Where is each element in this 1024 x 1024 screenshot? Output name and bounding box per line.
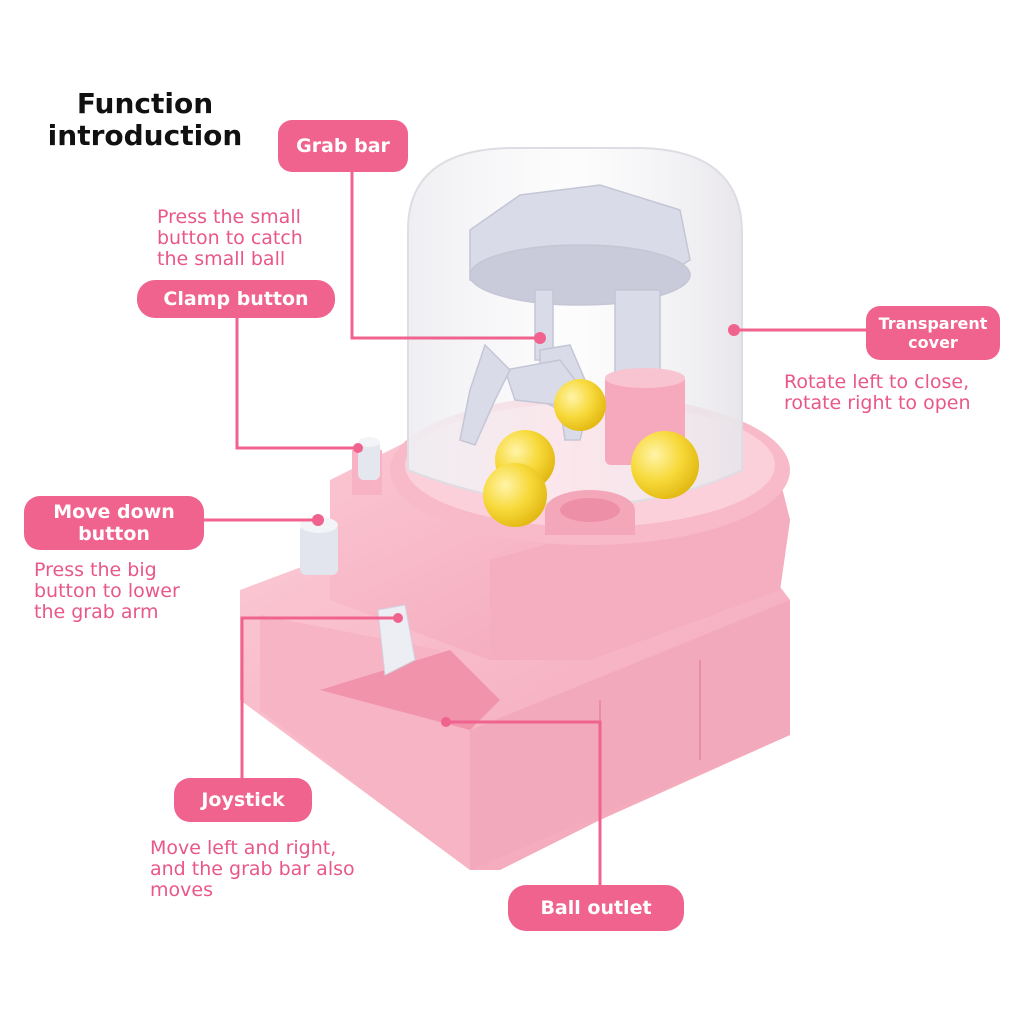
transparent-cover-label: Transparent cover (866, 306, 1000, 360)
title-line-1: Function (76, 87, 214, 120)
clamp-button-label: Clamp button (137, 280, 335, 318)
balls (483, 379, 699, 527)
move-down-button-label: Move down button (24, 496, 204, 550)
clamp-button-knob (352, 437, 382, 495)
joystick-knob (377, 604, 416, 676)
grab-bar-label: Grab bar (278, 120, 408, 172)
base-tray (240, 560, 790, 870)
joystick-label: Joystick (174, 778, 312, 822)
joystick-description: Move left and right, and the grab bar al… (150, 837, 355, 901)
move-down-button-description: Press the big button to lower the grab a… (34, 559, 180, 623)
leader-dots (312, 324, 740, 727)
ball-cup (545, 490, 635, 535)
transparent-cover-description: Rotate left to close, rotate right to op… (784, 371, 971, 414)
claw-assembly (459, 184, 691, 446)
leader-lines (200, 165, 868, 885)
ball-outlet-label: Ball outlet (508, 885, 684, 931)
page-title: Function introduction (40, 88, 250, 152)
clamp-button-description: Press the small button to catch the smal… (157, 206, 303, 270)
title-line-2: introduction (47, 119, 243, 152)
